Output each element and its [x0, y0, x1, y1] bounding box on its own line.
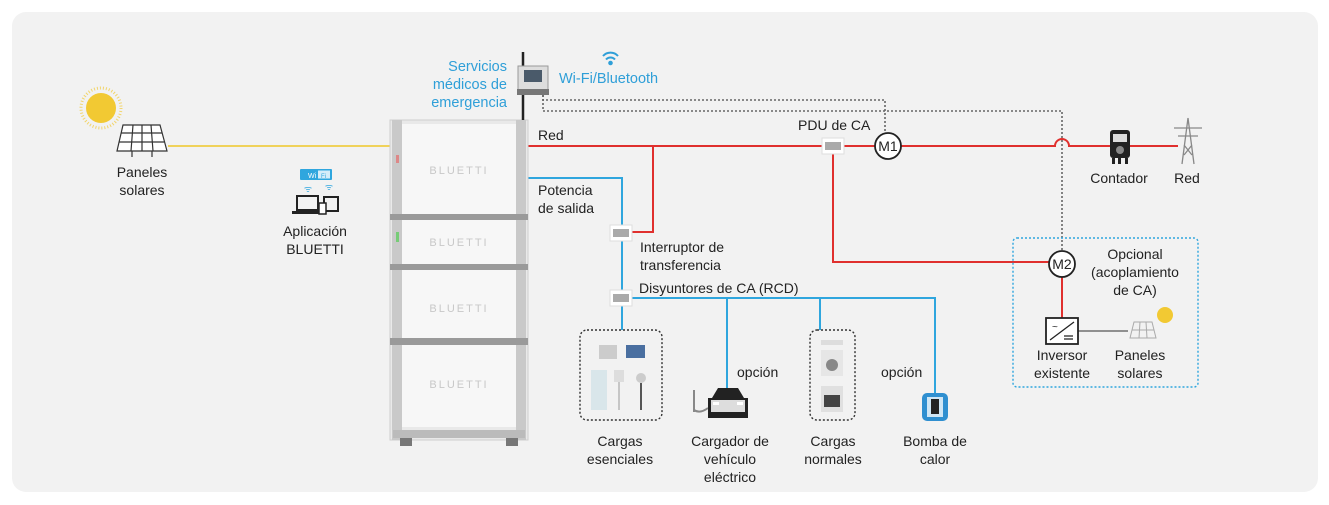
laptop-tablet-icon [292, 195, 339, 215]
rcd-label: Disyuntores de CA (RCD) [639, 280, 799, 296]
normal-loads-box [809, 329, 856, 421]
solar-label-1: Paneles [117, 164, 168, 180]
output-label-1: Potencia [538, 182, 593, 198]
svg-text:~: ~ [1052, 322, 1058, 333]
ev-label-2: vehículo [704, 451, 756, 467]
solar2-label-1: Paneles [1115, 347, 1166, 363]
wifi-bluetooth-label: Wi-Fi/Bluetooth [559, 71, 658, 87]
normal-label-1: Cargas [810, 433, 855, 449]
svg-text:BLUETTI: BLUETTI [429, 165, 488, 177]
svg-text:BLUETTI: BLUETTI [429, 237, 488, 249]
app-label-2: BLUETTI [286, 241, 344, 257]
emergency-label-2: médicos de [433, 77, 507, 93]
heatpump-option-label: opción [881, 364, 922, 380]
transfer-label-1: Interruptor de [640, 239, 724, 255]
optional-label-1: Opcional [1107, 246, 1162, 262]
meter-label: Contador [1090, 170, 1148, 186]
sun-icon [1157, 307, 1173, 323]
optional-label-2: (acoplamiento [1091, 264, 1179, 280]
svg-text:M2: M2 [1052, 256, 1072, 272]
transfer-switch [609, 224, 633, 242]
grid-lines [527, 138, 1178, 318]
bluetti-app: Wi Fi ᯤ ᯤ Aplicación BLUETTI [283, 169, 347, 257]
ev-car-icon [693, 388, 748, 418]
rcd-breaker [609, 289, 633, 307]
solar-panel-icon [1129, 321, 1157, 339]
ev-option-label: opción [737, 364, 778, 380]
grid-label: Red [1174, 170, 1200, 186]
utility-meter-icon [1110, 130, 1130, 164]
wifi-icon [602, 51, 619, 66]
emergency-label-1: Servicios [448, 59, 507, 75]
essential-label-1: Cargas [597, 433, 642, 449]
emergency-label-3: emergencia [431, 95, 508, 111]
ac-pdu [821, 137, 845, 155]
wifi-icon: ᯤ [325, 182, 333, 192]
optional-ac-coupling-box [1012, 237, 1199, 388]
output-lines [527, 177, 936, 394]
inverter-label-2: existente [1034, 365, 1090, 381]
meter-m2: M2 [1048, 250, 1076, 278]
inverter-label-1: Inversor [1037, 347, 1088, 363]
app-label-1: Aplicación [283, 223, 347, 239]
washer-oven-icon [821, 340, 843, 412]
svg-text:Wi: Wi [308, 173, 317, 180]
sun-icon [86, 93, 116, 123]
emergency-device [517, 52, 549, 120]
solar2-label-2: solares [1117, 365, 1162, 381]
svg-text:BLUETTI: BLUETTI [429, 379, 488, 391]
output-label-2: de salida [538, 200, 594, 216]
normal-label-2: normales [804, 451, 862, 467]
power-tower-icon [1174, 117, 1202, 165]
essential-loads-box [579, 329, 663, 421]
svg-text:Fi: Fi [321, 174, 326, 180]
pdu-label: PDU de CA [798, 117, 871, 133]
grid-line-label: Red [538, 127, 564, 143]
ev-label-1: Cargador de [691, 433, 769, 449]
wifi-icon: ᯤ [304, 184, 312, 194]
diagram-background [12, 12, 1318, 492]
heatpump-label-1: Bomba de [903, 433, 967, 449]
meter-m1: M1 [874, 132, 902, 160]
solar-panel: Paneles solares [79, 86, 168, 198]
heatpump-label-2: calor [920, 451, 951, 467]
transfer-label-2: transferencia [640, 257, 721, 273]
solar-label-2: solares [119, 182, 164, 198]
optional-label-3: de CA) [1113, 282, 1157, 298]
heat-pump-icon [922, 393, 948, 421]
ev-label-3: eléctrico [704, 469, 756, 485]
solar-panel-icon [116, 124, 168, 157]
essential-appliances-icon [591, 345, 646, 410]
communication-lines [542, 95, 1063, 251]
svg-text:BLUETTI: BLUETTI [429, 303, 488, 315]
essential-label-2: esenciales [587, 451, 653, 467]
svg-text:M1: M1 [878, 138, 898, 154]
bluetti-battery-stack: BLUETTI BLUETTI BLUETTI BLUETTI [389, 119, 529, 446]
inverter-icon: ~ [1045, 317, 1079, 345]
